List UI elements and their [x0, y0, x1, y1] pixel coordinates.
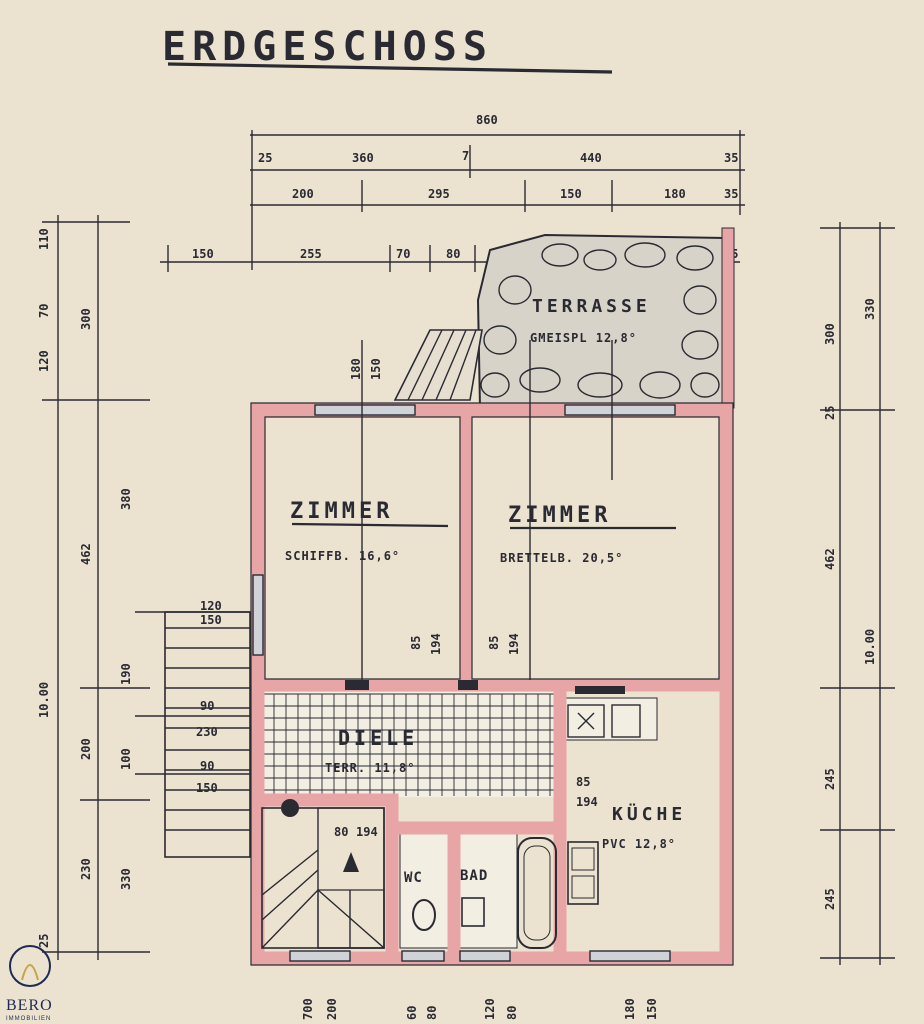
- washbasin-icon: [461, 897, 485, 927]
- dim-row1-d: 440: [580, 151, 602, 165]
- room-label-diele: DIELE: [338, 726, 418, 750]
- dim-row3-c: 70: [396, 247, 410, 261]
- dim-opening-13: 90: [200, 699, 214, 713]
- dim-bottom-7: 180: [623, 998, 637, 1020]
- room-label-bad: BAD: [460, 868, 488, 884]
- room-label-wc: WC: [404, 870, 423, 886]
- dim-left-f: 190: [119, 663, 133, 685]
- dim-right-462: 462: [823, 548, 837, 570]
- dim-opening-10: 194: [356, 825, 378, 839]
- left-dimensions: 110 70 120 300 380 462 10.00 190 200 100…: [37, 215, 150, 960]
- toilet-icon: [412, 899, 436, 931]
- dim-bottom-2: 200: [325, 998, 339, 1020]
- bad-tiles: [454, 829, 518, 949]
- dim-bottom-4: 80: [425, 1006, 439, 1020]
- dim-right-c: 25: [823, 406, 837, 420]
- dim-overall-width: 860: [476, 113, 498, 127]
- dim-bottom-6: 80: [505, 1006, 519, 1020]
- dim-row2-e: 35: [724, 187, 738, 201]
- dim-opening-4: 194: [429, 633, 443, 655]
- dim-opening-6: 194: [507, 633, 521, 655]
- dim-opening-8: 194: [576, 795, 598, 809]
- room-label-zimmer-right: ZIMMER: [508, 503, 611, 528]
- stove-icon: [567, 704, 605, 738]
- dim-row1-c: 7: [462, 149, 469, 163]
- dim-row3-d: 80: [446, 247, 460, 261]
- title-underline: [167, 62, 613, 74]
- room-label-zimmer-left: ZIMMER: [290, 499, 393, 524]
- dim-left-h: 100: [119, 748, 133, 770]
- dim-opening-3: 85: [409, 636, 423, 650]
- dim-opening-1: 180: [349, 358, 363, 380]
- dim-row2-a: 200: [292, 187, 314, 201]
- dim-bottom-1: 700: [301, 998, 315, 1020]
- dim-opening-7: 85: [576, 775, 590, 789]
- bero-logo: BERO IMMOBILIEN: [6, 945, 53, 1022]
- fixtures: [412, 704, 641, 949]
- dim-opening-14: 230: [196, 725, 218, 739]
- dim-left-j: 330: [119, 868, 133, 890]
- dim-row1-a: 25: [258, 151, 272, 165]
- dim-right-1000: 10.00: [863, 629, 877, 665]
- kitchen-tiles: [564, 697, 658, 741]
- dim-right-a: 300: [823, 323, 837, 345]
- floor-label-zimmer-right: BRETTELB. 20,5°: [500, 551, 623, 565]
- dim-row1-e: 35: [724, 151, 738, 165]
- top-dimensions: 860 25 360 7 440 35 200 295 150 180 35 1…: [160, 113, 745, 272]
- dim-left-e: 380: [119, 488, 133, 510]
- dim-right-d: 245: [823, 768, 837, 790]
- dim-opening-16: 150: [196, 781, 218, 795]
- label-underline: [291, 522, 449, 528]
- terrace-wall: [721, 227, 735, 409]
- dim-right-e: 245: [823, 888, 837, 910]
- dim-left-i: 230: [79, 858, 93, 880]
- dim-row3-a: 150: [192, 247, 214, 261]
- opening-dimensions: 180 150 85 194 85 194 85 194 80 194 120 …: [196, 340, 613, 839]
- dim-bottom-3: 60: [405, 1006, 419, 1020]
- dim-opening-9: 80: [334, 825, 348, 839]
- dim-opening-11: 120: [200, 599, 222, 613]
- terrace-stones: [393, 233, 726, 409]
- dim-row2-c: 150: [560, 187, 582, 201]
- floor-label-terrasse: GMEISPL 12,8°: [530, 331, 637, 345]
- entrance-steps: [135, 611, 251, 858]
- plan-title: ERDGESCHOSS: [162, 24, 493, 70]
- bathtub-icon: [517, 837, 557, 949]
- dim-row3-b: 255: [300, 247, 322, 261]
- room-label-terrasse: TERRASSE: [532, 296, 651, 317]
- floor-label-zimmer-left: SCHIFFB. 16,6°: [285, 549, 400, 563]
- sink-icon: [567, 841, 599, 905]
- dim-opening-5: 85: [487, 636, 501, 650]
- floor-label-diele: TERR. 11,8°: [325, 761, 415, 775]
- dim-left-b: 70: [37, 304, 51, 318]
- logo-text: BERO: [6, 997, 53, 1014]
- dim-left-a: 110: [37, 228, 51, 250]
- dim-opening-2: 150: [369, 358, 383, 380]
- staircase: [261, 807, 385, 949]
- windows: [252, 404, 676, 962]
- dim-left-g: 200: [79, 738, 93, 760]
- dim-left-462: 462: [79, 543, 93, 565]
- dim-row1-b: 360: [352, 151, 374, 165]
- dim-opening-15: 90: [200, 759, 214, 773]
- dim-bottom-8: 150: [645, 998, 659, 1020]
- floor-label-kueche: PVC 12,8°: [602, 837, 676, 851]
- dim-left-k: 25: [37, 934, 51, 948]
- logo-emblem-icon: [9, 945, 51, 987]
- right-dimensions: 300 330 25 462 10.00 245 245: [820, 222, 895, 965]
- dim-row2-b: 295: [428, 187, 450, 201]
- dim-left-c: 120: [37, 350, 51, 372]
- diele-tiles: [258, 692, 560, 797]
- room-label-kueche: KÜCHE: [612, 803, 686, 825]
- logo-subtext: IMMOBILIEN: [6, 1016, 51, 1022]
- bottom-dimensions: 700 200 60 80 120 80 180 150: [301, 998, 659, 1020]
- dim-right-b: 330: [863, 298, 877, 320]
- dim-opening-12: 150: [200, 613, 222, 627]
- dim-bottom-5: 120: [483, 998, 497, 1020]
- dim-left-1000: 10.00: [37, 682, 51, 718]
- dim-left-d: 300: [79, 308, 93, 330]
- dim-row2-d: 180: [664, 187, 686, 201]
